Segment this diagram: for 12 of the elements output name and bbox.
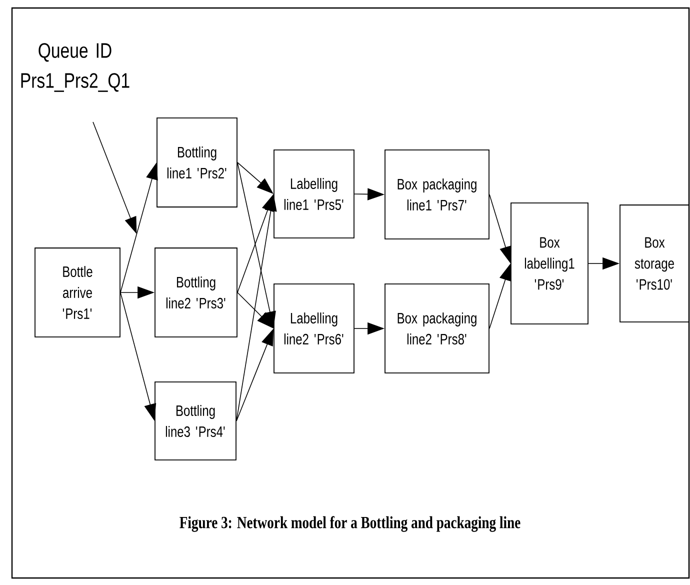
process-box: Box packaging line2 'Prs8' bbox=[384, 284, 490, 374]
process-box: Labelling line2 'Prs6' bbox=[274, 284, 354, 374]
process-box: Box storage 'Prs10' bbox=[620, 204, 690, 322]
process-box: Bottling line2 'Prs3' bbox=[154, 248, 238, 338]
process-box: Labelling line1 'Prs5' bbox=[274, 150, 354, 238]
process-box: Box packaging line1 'Prs7' bbox=[384, 150, 490, 240]
process-box: Bottling line1 'Prs2' bbox=[156, 118, 238, 208]
process-box: Bottling line3 'Prs4' bbox=[154, 382, 236, 460]
queue-label: Queue ID Prs1_Prs2_Q1 bbox=[21, 43, 130, 92]
process-box: Bottle arrive 'Prs1' bbox=[34, 248, 120, 338]
process-box: Box labelling1 'Prs9' bbox=[510, 202, 588, 324]
figure-caption: Figure 3: Network model for a Bottling and packaging line bbox=[180, 516, 520, 532]
